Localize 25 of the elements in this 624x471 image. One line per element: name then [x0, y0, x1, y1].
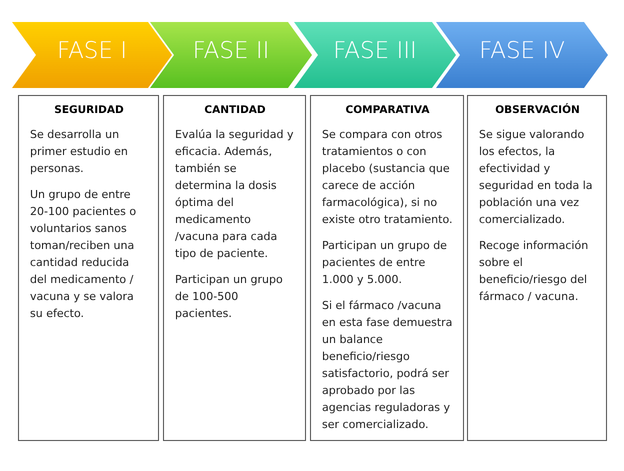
description-card	[163, 95, 306, 441]
chevron-step	[436, 22, 608, 88]
chevron-step	[150, 22, 312, 88]
phase-label: FASE IV	[478, 38, 566, 64]
card-heading: OBSERVACIÓN	[494, 104, 581, 116]
card-paragraph: Se compara con otros tratamientos o con placebo (sustancia que carece de acción farmacológica), si no existe otro tratamiento.	[322, 127, 453, 228]
phase-label: FASE III	[332, 38, 418, 64]
phase-label: FASE II	[192, 38, 270, 64]
card-paragraph: Participan un grupo de 100-500 pacientes.	[175, 272, 284, 322]
card-paragraph: Participan un grupo de pacientes de entre 1.000 y 5.000.	[322, 238, 448, 288]
card-paragraph: Un grupo de entre 20-100 pacientes o voluntarios sanos toman/reciben una cantidad reducida del medicamento / vacuna y se valora su efecto.	[30, 187, 138, 322]
card-heading: CANTIDAD	[203, 104, 267, 116]
card-paragraph: Si el fármaco /vacuna en esta fase demuestra un balance beneficio/riesgo satisfactorio, podrá ser aprobado por las agencias reguladoras y ser comercializado.	[322, 298, 453, 433]
card-heading: COMPARATIVA	[344, 104, 430, 116]
phase-label: FASE I	[56, 38, 128, 64]
card-paragraph: Evalúa la seguridad y eficacia. Además, también se determina la dosis óptima del medicamento /vacuna para cada tipo de paciente.	[175, 127, 295, 262]
description-card	[310, 95, 464, 441]
card-paragraph: Se desarrolla un primer estudio en personas.	[30, 127, 129, 177]
card-paragraph: Se sigue valorando los efectos, la efectividad y seguridad en toda la población una vez comercializado.	[479, 127, 594, 228]
card-heading: SEGURIDAD	[53, 104, 125, 116]
chevron-step	[12, 22, 172, 88]
card-paragraph: Recoge información sobre el beneficio/riesgo del fármaco / vacuna.	[479, 238, 590, 305]
description-card	[18, 95, 159, 441]
chevron-step	[294, 22, 456, 88]
description-card	[467, 95, 607, 441]
